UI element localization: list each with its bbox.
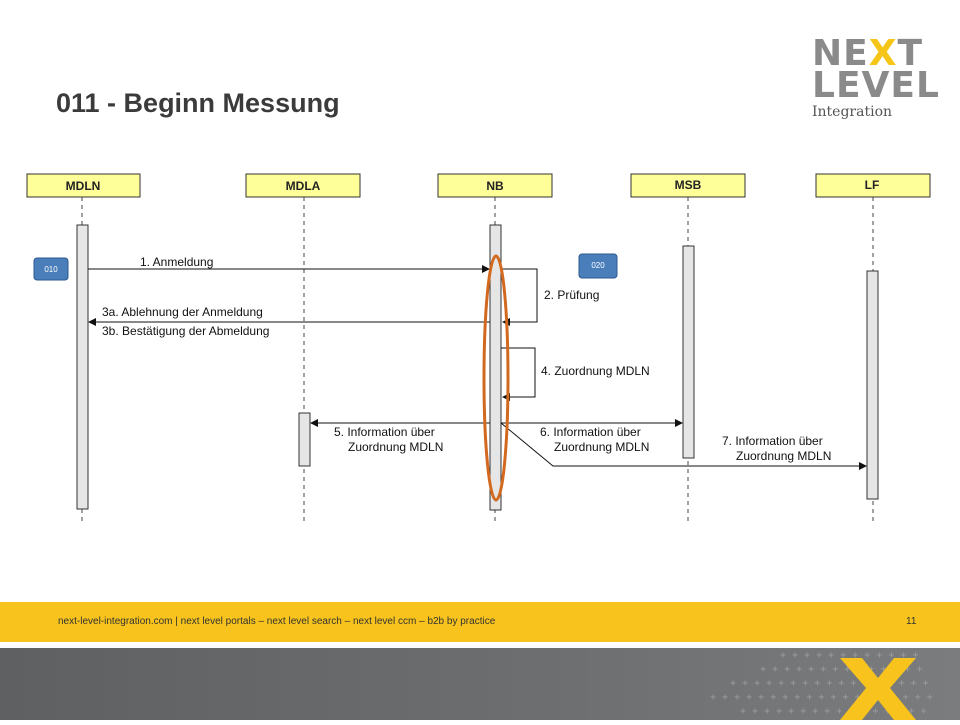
decorative-x-graphic: + + + + + + + + + + + + + + + + + + + + …	[710, 650, 933, 720]
message-arrow-4	[501, 347, 536, 401]
lifeline-label-msb: MSB	[675, 178, 702, 192]
badge-010: 010	[33, 257, 69, 281]
lifeline-label-lf: LF	[865, 178, 880, 192]
sequence-diagram: MDLN MDLA NB MSB LF 010 020 1. Anmeldung	[26, 173, 931, 525]
badge-020: 020	[578, 253, 618, 279]
message-label-1: 1. Anmeldung	[140, 255, 213, 269]
message-label-3a: 3a. Ablehnung der Anmeldung	[102, 305, 263, 319]
message-label-3b: 3b. Bestätigung der Abmeldung	[102, 324, 269, 338]
svg-text:+ + + + + + + + + + + + + + +: + + + + + + + + + + + + + + + + + + +	[710, 692, 933, 703]
message-label-4: 4. Zuordnung MDLN	[541, 364, 650, 378]
message-label-7-line1: 7. Information über	[722, 434, 823, 448]
message-label-6-line1: 6. Information über	[540, 425, 641, 439]
activation-mdln	[76, 224, 89, 510]
message-label-5-line2: Zuordnung MDLN	[348, 440, 443, 454]
activation-mdla	[298, 412, 311, 467]
activation-nb	[489, 224, 502, 511]
lifeline-label-mdln: MDLN	[66, 179, 101, 193]
activation-lf	[866, 270, 879, 500]
message-label-2: 2. Prüfung	[544, 288, 599, 302]
lifeline-label-mdla: MDLA	[286, 179, 321, 193]
footer-bar	[0, 602, 960, 642]
footer-text: next-level-integration.com | next level …	[58, 616, 496, 627]
message-arrow-7	[500, 422, 867, 470]
page-title: 011 - Beginn Messung	[56, 88, 340, 118]
svg-text:010: 010	[44, 265, 58, 274]
svg-text:020: 020	[591, 261, 605, 270]
message-label-7-line2: Zuordnung MDLN	[736, 449, 831, 463]
activation-msb	[682, 245, 695, 459]
x-mark-icon	[840, 658, 916, 720]
svg-text:+ + + + + + + + + + + +: + + + + + + + + + + + +	[780, 650, 918, 661]
lifeline-label-nb: NB	[486, 179, 504, 193]
lifeline-mdla: MDLA	[245, 173, 361, 525]
message-label-6-line2: Zuordnung MDLN	[554, 440, 649, 454]
message-label-5-line1: 5. Information über	[334, 425, 435, 439]
highlight-ellipse	[482, 254, 510, 502]
svg-text:+ + + + + + + + + + + + + +: + + + + + + + + + + + + + +	[760, 664, 923, 675]
message-arrow-2	[501, 268, 538, 326]
bottom-band: + + + + + + + + + + + + + + + + + + + + …	[0, 648, 960, 720]
next-level-integration-logo: NEXT LEVEL Integration	[812, 33, 940, 121]
svg-text:+ + + + + + + + + + + + + + +: + + + + + + + + + + + + + + + +	[740, 706, 927, 717]
svg-text:+ + + + + + + + + + + + + + +: + + + + + + + + + + + + + + + + +	[730, 678, 929, 689]
page-number: 11	[906, 616, 917, 627]
